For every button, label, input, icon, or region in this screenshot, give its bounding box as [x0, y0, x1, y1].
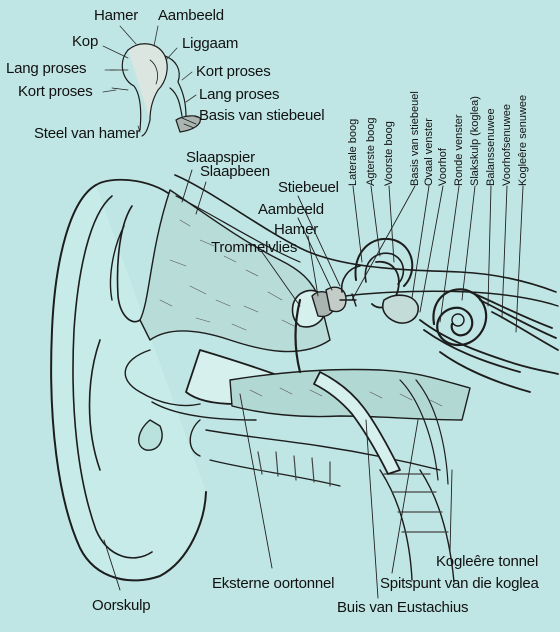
- label-hamer-main: Hamer: [274, 222, 318, 237]
- label-basis-van-stiebeuel-inset: Basis van stiebeuel: [199, 108, 324, 123]
- label-lang-proses-right: Lang proses: [199, 87, 279, 102]
- label-agterste-boog: Agterste boog: [366, 118, 377, 187]
- label-oorskulp: Oorskulp: [92, 598, 150, 613]
- label-balanssenuwee: Balanssenuwee: [486, 108, 497, 186]
- label-buis-van-eustachius: Buis van Eustachius: [337, 600, 468, 615]
- label-kort-proses-left: Kort proses: [18, 84, 93, 99]
- nerve-bundle: [420, 292, 558, 392]
- label-steel-van-hamer: Steel van hamer: [34, 126, 140, 141]
- label-aambeeld-inset: Aambeeld: [158, 8, 224, 23]
- label-voorhof: Voorhof: [438, 148, 449, 186]
- label-spitspunt: Spitspunt van die koglea: [380, 576, 539, 591]
- cochlea: [433, 289, 486, 345]
- label-ovaal-venster: Ovaal venster: [424, 118, 435, 186]
- label-basis-van-stiebeuel-vertical: Basis van stiebeuel: [410, 91, 421, 186]
- label-slaapbeen: Slaapbeen: [200, 164, 270, 179]
- label-voorhofsenuwee: Voorhofsenuwee: [502, 104, 513, 186]
- label-eksterne-oortonnel: Eksterne oortonnel: [212, 576, 334, 591]
- ossicles-inset: [110, 44, 200, 136]
- label-lang-proses-left: Lang proses: [6, 61, 86, 76]
- label-aambeeld-main: Aambeeld: [258, 202, 324, 217]
- label-trommelvlies: Trommelvlies: [211, 240, 297, 255]
- label-stiebeuel: Stiebeuel: [278, 180, 339, 195]
- label-kop: Kop: [72, 34, 98, 49]
- label-hamer-inset: Hamer: [94, 8, 138, 23]
- label-kogleere-senuwee: Kogleêre senuwee: [518, 95, 529, 186]
- label-slakskulp: Slakskulp (koglea): [470, 96, 481, 186]
- label-voorste-boog: Voorste boog: [384, 121, 395, 186]
- label-laterale-boog: Laterale boog: [348, 119, 359, 186]
- label-kort-proses-right: Kort proses: [196, 64, 271, 79]
- label-liggaam: Liggaam: [182, 36, 238, 51]
- label-kogleere-tonnel: Kogleêre tonnel: [436, 554, 538, 569]
- label-ronde-venster: Ronde venster: [454, 114, 465, 186]
